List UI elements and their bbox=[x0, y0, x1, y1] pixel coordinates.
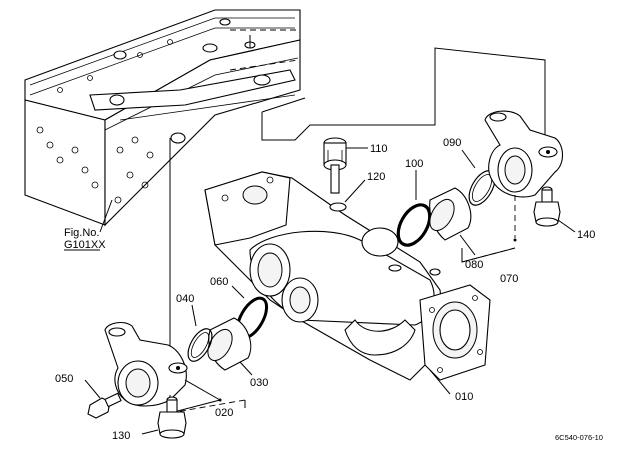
part-label-140: 140 bbox=[577, 229, 595, 241]
axle-housing-010 bbox=[204, 171, 491, 381]
part-130-bolt bbox=[157, 396, 187, 439]
part-label-020: 020 bbox=[215, 407, 233, 419]
figure-ref-line1: Fig.No. bbox=[64, 227, 99, 239]
part-label-070: 070 bbox=[500, 273, 518, 285]
part-140-bolt bbox=[533, 186, 561, 227]
part-label-010: 010 bbox=[455, 391, 473, 403]
frame-holes bbox=[36, 39, 173, 204]
drawing-code: 6C540-076-10 bbox=[555, 433, 603, 442]
part-label-110: 110 bbox=[370, 143, 388, 155]
part-110-plug bbox=[323, 137, 347, 194]
part-040-ring bbox=[187, 328, 213, 362]
figure-reference: Fig.No. G101XX bbox=[64, 199, 113, 251]
part-label-090: 090 bbox=[443, 137, 461, 149]
part-label-100: 100 bbox=[405, 158, 423, 170]
part-label-060: 060 bbox=[210, 276, 228, 288]
callout-outline bbox=[261, 47, 546, 141]
left-knuckle-bracket bbox=[104, 321, 188, 407]
part-030-bushing bbox=[207, 317, 252, 371]
part-label-030: 030 bbox=[250, 377, 268, 389]
part-label-120: 120 bbox=[367, 171, 385, 183]
part-080-bushing bbox=[429, 187, 472, 241]
part-label-080: 080 bbox=[465, 259, 483, 271]
part-label-130: 130 bbox=[112, 430, 130, 442]
part-label-050: 050 bbox=[55, 373, 73, 385]
frame-fasteners bbox=[109, 18, 271, 144]
part-100-oring bbox=[396, 203, 432, 247]
part-label-040: 040 bbox=[176, 293, 194, 305]
part-050-bolt bbox=[87, 392, 122, 419]
tractor-frame bbox=[24, 9, 301, 227]
part-120-oring bbox=[329, 202, 347, 212]
figure-ref-line2: G101XX bbox=[64, 239, 106, 251]
right-knuckle-bracket bbox=[484, 110, 564, 198]
